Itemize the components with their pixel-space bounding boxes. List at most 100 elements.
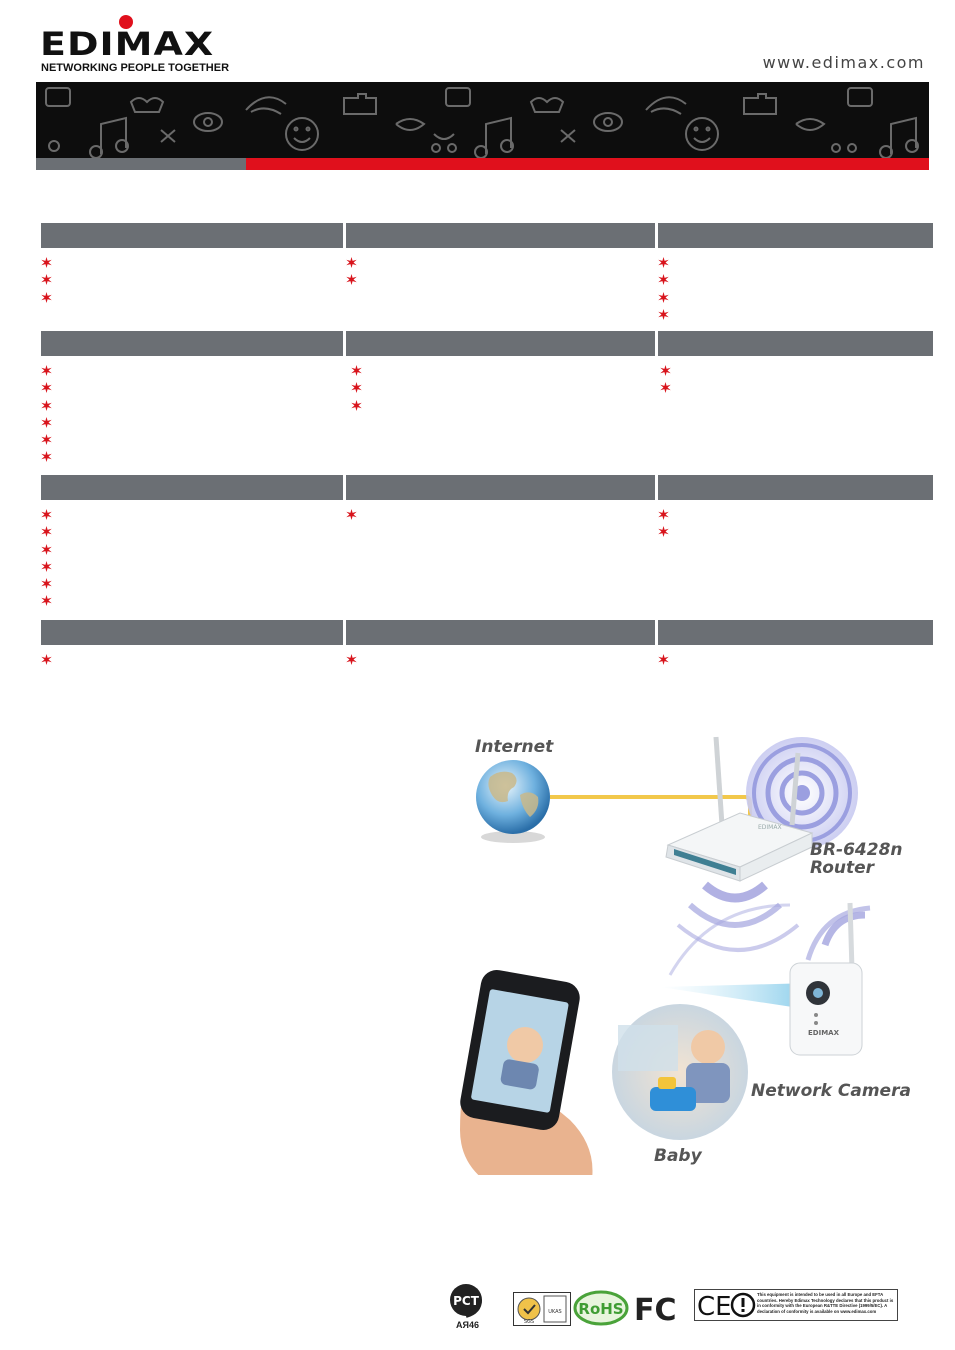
section-bullet-row	[41, 254, 933, 323]
bullet-item	[351, 379, 657, 396]
bullet-item	[41, 651, 343, 668]
bullet-item	[658, 651, 933, 668]
smartphone-icon	[460, 969, 593, 1175]
bullet-item	[41, 289, 343, 306]
logo-tagline: NETWORKING PEOPLE TOGETHER	[41, 62, 230, 74]
bullet-list	[660, 362, 933, 466]
bullet-item	[41, 414, 340, 431]
bullet-item	[41, 523, 343, 540]
sgs-text: SGS	[524, 1319, 534, 1325]
router-label: Router	[810, 858, 876, 878]
section-header-bar	[41, 223, 343, 248]
section-header-bar	[41, 475, 343, 500]
internet-label: Internet	[475, 737, 554, 757]
ce-declaration-icon: CE This equipment is intended to be used…	[694, 1289, 898, 1321]
bullet-item	[346, 506, 655, 523]
section-header-row	[41, 620, 933, 645]
red-star-bullet-icon	[41, 560, 52, 572]
logo-red-dot	[119, 15, 133, 29]
section-header-bar	[658, 331, 933, 356]
diagram-illustration: Internet EDIMAX BR-6428n	[460, 736, 911, 1175]
red-star-bullet-icon	[351, 365, 362, 376]
red-star-bullet-icon	[346, 509, 357, 520]
bullet-item	[658, 254, 933, 271]
edimax-logo: EDIMAX NETWORKING PEOPLE TOGETHER	[40, 14, 250, 76]
ce-declaration-text: This equipment is intended to be used in…	[757, 1292, 894, 1314]
ukas-text: UKAS	[548, 1309, 561, 1315]
red-star-bullet-icon	[41, 654, 52, 665]
banner-accent-grey	[36, 158, 246, 170]
section-header-row	[41, 475, 933, 500]
section-header-bar	[346, 620, 655, 645]
network-camera-label: Network Camera	[751, 1081, 911, 1101]
red-star-bullet-icon	[41, 291, 52, 303]
bullet-item	[41, 575, 343, 592]
router-model-label: BR-6428n	[810, 840, 903, 860]
globe-icon	[476, 760, 550, 843]
section-header-row	[41, 331, 933, 356]
section-header-bar	[658, 620, 933, 645]
bullet-item	[41, 379, 340, 396]
red-star-bullet-icon	[41, 399, 52, 411]
network-camera-icon: EDIMAX	[660, 902, 863, 1056]
section-header-bar	[346, 223, 655, 248]
red-star-bullet-icon	[346, 654, 357, 665]
fcc-text: FC	[634, 1293, 677, 1326]
red-star-bullet-icon	[41, 595, 52, 607]
baby-photo	[612, 1004, 748, 1140]
section-bullet-row	[41, 362, 933, 466]
fcc-icon: FC	[634, 1290, 682, 1328]
red-star-bullet-icon	[41, 257, 52, 268]
red-star-bullet-icon	[658, 654, 669, 665]
section-header-bar	[41, 331, 343, 356]
bullet-item	[41, 431, 340, 448]
sgs-ukas-icon: SGS UKAS	[513, 1292, 571, 1326]
pct-mark-icon: PCT AЯ46	[446, 1282, 494, 1334]
bullet-item	[41, 592, 343, 609]
red-star-bullet-icon	[346, 274, 357, 286]
bullet-item	[346, 271, 655, 288]
bullet-item	[41, 558, 343, 575]
red-star-bullet-icon	[658, 274, 669, 286]
bullet-item	[660, 362, 933, 379]
red-star-bullet-icon	[346, 257, 357, 268]
ce-text: CE	[697, 1292, 732, 1320]
section-header-bar	[658, 223, 933, 248]
bullet-list	[658, 254, 933, 323]
section-header-bar	[41, 620, 343, 645]
red-star-bullet-icon	[41, 274, 52, 286]
logo-wordmark: EDIMAX	[40, 25, 215, 63]
red-star-bullet-icon	[660, 365, 672, 376]
bullet-list	[41, 651, 343, 668]
bullet-list	[658, 506, 933, 610]
rohs-icon: RoHS	[573, 1290, 629, 1326]
red-star-bullet-icon	[41, 382, 52, 394]
section-header-bar	[658, 475, 933, 500]
red-star-bullet-icon	[41, 365, 52, 376]
pct-code: AЯ46	[456, 1320, 479, 1330]
bullet-item	[658, 271, 933, 288]
bullet-list	[346, 506, 655, 610]
header-banner	[36, 82, 929, 170]
router-device-icon: EDIMAX	[665, 736, 814, 882]
bullet-list	[346, 254, 655, 323]
bullet-item	[351, 362, 657, 379]
bullet-item	[658, 289, 933, 306]
bullet-item	[660, 379, 933, 396]
bullet-item	[346, 651, 655, 668]
bullet-item	[351, 397, 657, 414]
red-star-bullet-icon	[41, 578, 52, 590]
red-star-bullet-icon	[658, 291, 669, 303]
website-url[interactable]: www.edimax.com	[762, 53, 925, 72]
network-diagram: Internet EDIMAX BR-6428n	[440, 725, 940, 1175]
bullet-item	[658, 523, 933, 540]
bullet-list	[41, 506, 343, 610]
router-wifi-waves	[746, 737, 858, 849]
bullet-item	[41, 362, 340, 379]
bullet-item	[41, 541, 343, 558]
red-star-bullet-icon	[41, 543, 52, 555]
banner-accent-red	[246, 158, 929, 170]
bullet-list	[343, 362, 657, 466]
bullet-list	[658, 651, 933, 668]
red-star-bullet-icon	[658, 526, 669, 538]
